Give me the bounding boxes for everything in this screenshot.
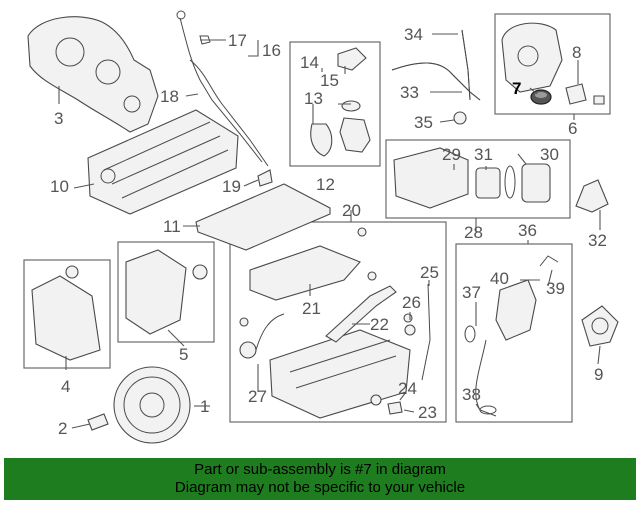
callout-24: 24 (398, 379, 417, 398)
callout-39: 39 (546, 279, 565, 298)
callout-4: 4 (61, 377, 70, 396)
callout-1: 1 (200, 397, 209, 416)
callout-9: 9 (594, 365, 603, 384)
callout-18: 18 (160, 87, 179, 106)
banner-line-part: Part or sub-assembly is #7 in diagram (194, 461, 446, 478)
group-box-28 (385, 139, 571, 219)
valve-cover-part (87, 109, 239, 215)
callout-2: 2 (58, 419, 67, 438)
callout-6: 6 (568, 119, 577, 138)
banner-line-disclaimer: Diagram may not be specific to your vehi… (174, 479, 466, 496)
callout-10: 10 (50, 177, 69, 196)
callout-34: 34 (404, 25, 423, 44)
mount-bracket-part-4 (31, 275, 101, 361)
bracket-part-32 (575, 179, 609, 213)
bolt-part-4 (65, 265, 79, 279)
callout-12: 12 (316, 175, 335, 194)
callout-3: 3 (54, 109, 63, 128)
callout-33: 33 (400, 83, 419, 102)
mount-bracket-part-5 (125, 249, 187, 335)
callout-36: 36 (518, 221, 537, 240)
part-info-banner: Part or sub-assembly is #7 in diagram Di… (4, 458, 636, 500)
callout-22: 22 (370, 315, 389, 334)
callout-17: 17 (228, 31, 247, 50)
dipstick-part (176, 10, 269, 167)
callout-21: 21 (302, 299, 321, 318)
callout-25: 25 (420, 263, 439, 282)
oil-separator-part (464, 255, 559, 417)
timing-cover-part (27, 16, 159, 133)
callout-16: 16 (262, 41, 281, 60)
callout-14: 14 (300, 53, 319, 72)
callout-20: 20 (342, 201, 361, 220)
callout-38: 38 (462, 385, 481, 404)
group-box-4 (23, 259, 111, 369)
callout-27: 27 (248, 387, 267, 406)
oil-cooler-part (393, 147, 551, 209)
callout-29: 29 (442, 145, 461, 164)
callout-40: 40 (490, 269, 509, 288)
clip-part-19 (257, 169, 273, 187)
callout-23: 23 (418, 403, 437, 422)
callout-28: 28 (464, 223, 483, 242)
callout-32: 32 (588, 231, 607, 250)
crankshaft-pulley-part (113, 366, 191, 444)
callout-15: 15 (320, 71, 339, 90)
thermostat-housing-part (501, 22, 605, 105)
exploded-parts-diagram: 1 2 3 4 5 6 7 8 9 10 11 12 13 14 15 16 1… (23, 10, 619, 444)
coolant-hose-part (391, 29, 481, 125)
group-box-36 (455, 243, 573, 423)
callout-19: 19 (222, 177, 241, 196)
callout-31: 31 (474, 145, 493, 164)
callout-37: 37 (462, 283, 481, 302)
group-box-12 (289, 41, 381, 167)
seal-part-9 (581, 305, 619, 347)
bolt-part-2 (87, 413, 109, 431)
group-box-5 (117, 241, 215, 343)
group-box-6 (494, 13, 611, 115)
callout-30: 30 (540, 145, 559, 164)
callout-7: 7 (512, 79, 521, 98)
oil-pan-gasket-part (195, 183, 331, 251)
leader-lines (58, 33, 601, 429)
callout-13: 13 (304, 89, 323, 108)
callout-11: 11 (163, 217, 181, 236)
group-box-20 (229, 221, 447, 423)
bolt-part-5 (192, 264, 208, 280)
callout-26: 26 (402, 293, 421, 312)
callout-8: 8 (572, 43, 581, 62)
callout-35: 35 (414, 113, 433, 132)
callout-5: 5 (179, 345, 188, 364)
